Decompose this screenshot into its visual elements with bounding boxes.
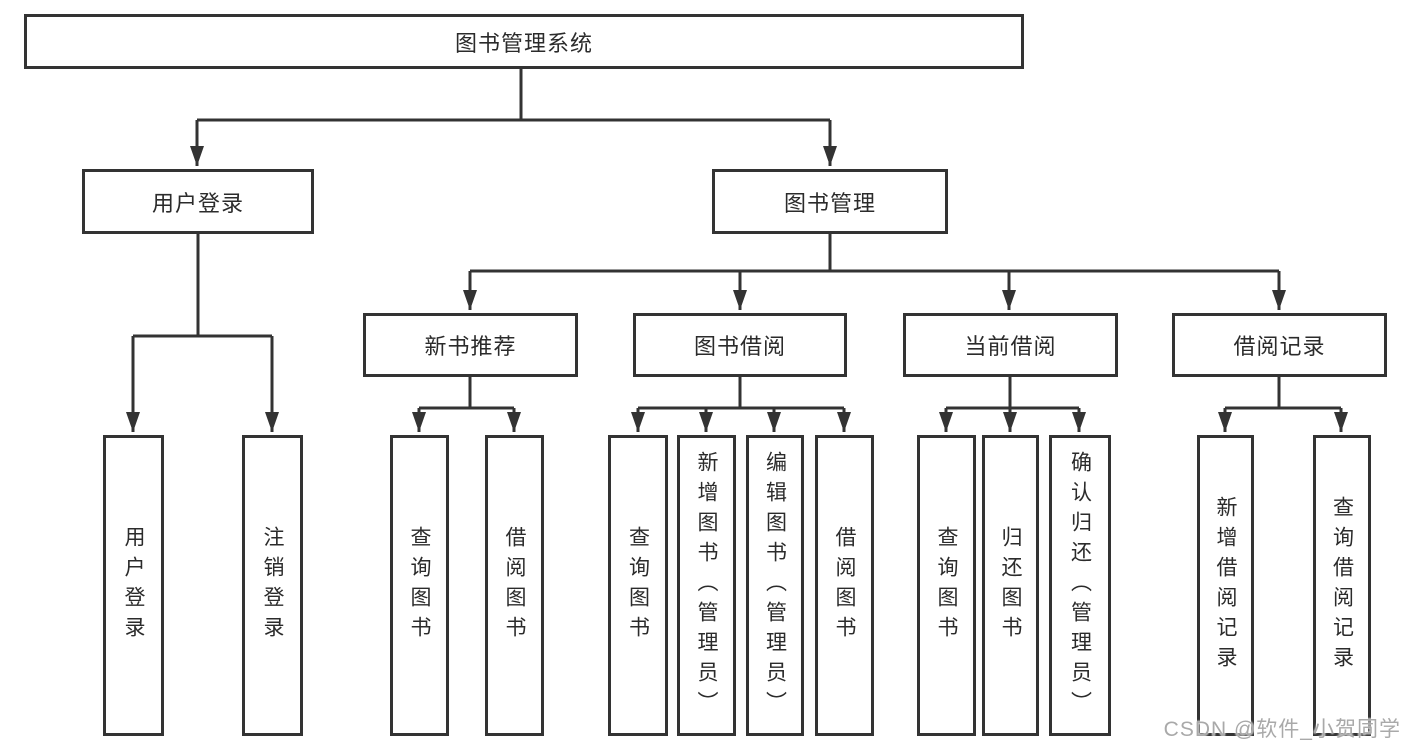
leaf-cb-return-books: 归还图书 [982,435,1039,736]
node-borrow-record: 借阅记录 [1172,313,1387,377]
node-user-login: 用户登录 [82,169,314,234]
node-root-system: 图书管理系统 [24,14,1024,69]
leaf-nbr-query-books: 查询图书 [390,435,449,736]
leaf-bb-add-books-admin: 新增图书（管理员） [677,435,736,736]
node-book-mgmt: 图书管理 [712,169,948,234]
leaf-br-query-record: 查询借阅记录 [1313,435,1371,736]
leaf-bb-borrow-books: 借阅图书 [815,435,874,736]
leaf-bb-edit-books-admin: 编辑图书（管理员） [746,435,804,736]
node-current-borrow: 当前借阅 [903,313,1118,377]
node-new-book-rec: 新书推荐 [363,313,578,377]
leaf-nbr-borrow-books: 借阅图书 [485,435,544,736]
leaf-cb-confirm-return-admin: 确认归还（管理员） [1049,435,1111,736]
leaf-cb-query-books: 查询图书 [917,435,976,736]
leaf-user-login: 用户登录 [103,435,164,736]
node-book-borrow: 图书借阅 [633,313,847,377]
leaf-bb-query-books: 查询图书 [608,435,668,736]
leaf-br-add-record: 新增借阅记录 [1197,435,1254,736]
leaf-logout: 注销登录 [242,435,303,736]
watermark: CSDN @软件_小贺同学 [1163,718,1401,741]
